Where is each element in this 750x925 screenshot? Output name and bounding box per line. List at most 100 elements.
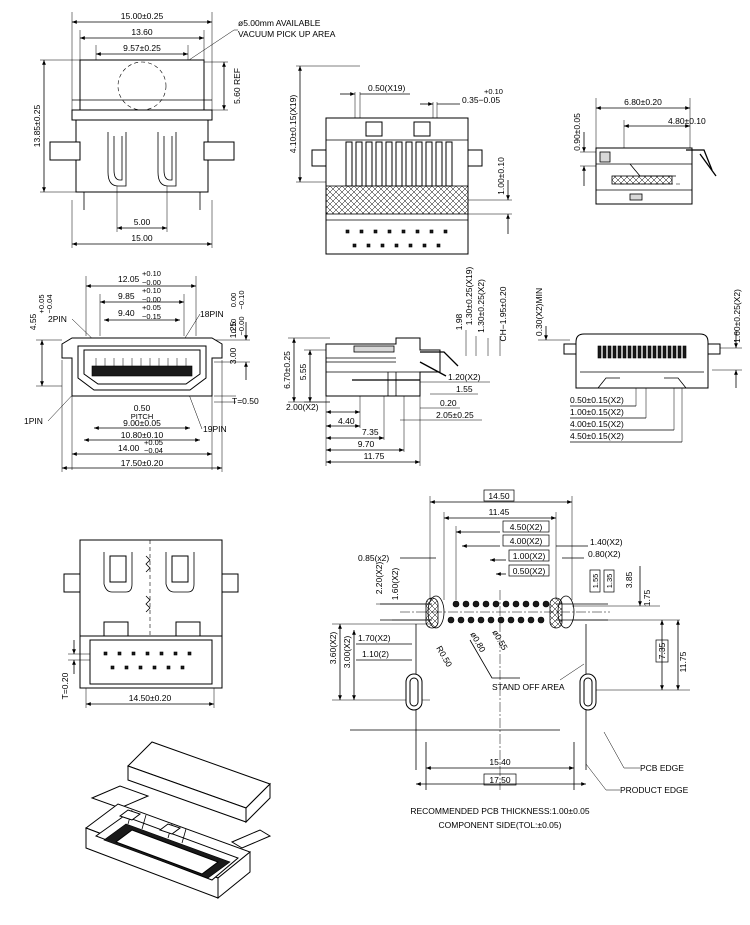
pv-h3: 1.30±0.25(X2) [476, 279, 486, 333]
pcb-h3: 1.70(X2) [358, 633, 391, 643]
mf-w1: 12.05 [118, 274, 140, 284]
side-view: 0.50(X19) +0.10 0.35−0.05 4.10±0.15(X19) [288, 65, 512, 255]
side-height-pins: 4.10±0.15(X19) [288, 95, 298, 154]
pv-h1: 1.98 [454, 313, 464, 330]
pcb-v2: 1.35 [605, 574, 614, 589]
rv-h-right: 1.60±0.25(X2) [732, 289, 742, 343]
pcb-r1: 1.40(X2) [590, 537, 623, 547]
vacuum-note-line1: ø5.00mm AVAILABLE [238, 18, 321, 28]
front-view: 15.00±0.25 13.60 9.57±0.25 ø5.00mm AVAIL… [32, 11, 336, 248]
vacuum-note-line2: VACUUM PICK UP AREA [238, 29, 336, 39]
mf-w2-tol-up: +0.10 [142, 286, 161, 295]
pcb-rad: R0.50 [434, 644, 454, 669]
mf-w5: 10.80±0.10 [121, 430, 164, 440]
pcb-h4: 1.10(2) [362, 649, 389, 659]
pcb-v4: 1.75 [642, 589, 652, 606]
mf-w6-tol-dn: −0.04 [144, 446, 163, 455]
front-bottom-width: 15.00 [131, 233, 153, 243]
pcb-note2: COMPONENT SIDE(TOL:±0.05) [439, 820, 562, 830]
profile-view: 1.98 1.30±0.25(X19) 1.30±0.25(X2) CH−1.9… [282, 267, 508, 466]
front-opening-width: 9.57±0.25 [123, 43, 161, 53]
side-pin-width: 0.50(X19) [368, 83, 405, 93]
pv-d2: 1.55 [456, 384, 473, 394]
rear-view: 0.30(X2)MIN 1.60±0.25(X2) [534, 288, 742, 443]
front-inner-width: 13.60 [131, 27, 153, 37]
tv-t: T=0.20 [60, 672, 70, 699]
pv-d6: 4.40 [338, 416, 355, 426]
mf-w1-tol-dn: −0.00 [142, 278, 161, 287]
pcb-v1: 1.55 [591, 574, 600, 589]
rv-d4: 4.50±0.15(X2) [570, 431, 624, 441]
right-dim-b: 4.80±0.10 [668, 116, 706, 126]
front-height-ref: 5.60 REF [232, 68, 242, 104]
mf-h-r2-tol-dn: −0.00 [237, 317, 246, 336]
pcb-w-total: 14.50 [488, 491, 510, 501]
front-overall-width: 15.00±0.25 [121, 11, 164, 21]
side-teeth [345, 141, 453, 187]
pv-h-low: 5.55 [298, 363, 308, 380]
mf-w1-tol-up: +0.10 [142, 269, 161, 278]
front-overall-height: 13.85±0.25 [32, 104, 42, 147]
pcb-w-a: 4.50(X2) [510, 522, 543, 532]
rv-d1: 0.50±0.15(X2) [570, 395, 624, 405]
pcb-w17: 17.50 [489, 775, 511, 785]
pv-d3: 0.20 [440, 398, 457, 408]
pcb-layout-view: 14.50 11.45 4.50(X2) 4.00(X2) 1.00(X2) 0… [328, 489, 690, 830]
mf-w6-tol-up: +0.05 [144, 438, 163, 447]
tv-pins [103, 651, 192, 670]
right-dim-a: 6.80±0.20 [624, 97, 662, 107]
mf-w6: 14.00 [118, 443, 140, 453]
pcb-w-pads: 11.45 [489, 507, 510, 517]
mf-w4: 9.00±0.05 [123, 418, 161, 428]
pv-d7: 7.35 [362, 427, 379, 437]
pv-d9: 11.75 [364, 451, 385, 461]
pcb-dia2: ø0.55 [490, 628, 510, 652]
side-bottom-pins [345, 229, 448, 248]
pcb-edge-label: PCB EDGE [640, 763, 684, 773]
pcb-l3: 1.60(X2) [390, 568, 400, 601]
rv-h-min: 0.30(X2)MIN [534, 288, 544, 336]
product-edge-label: PRODUCT EDGE [620, 785, 689, 795]
mf-h-r1: 1.25 [228, 321, 238, 338]
mf-pin1: 1PIN [24, 416, 43, 426]
mf-pins [95, 358, 187, 366]
rv-d2: 1.00±0.15(X2) [570, 407, 624, 417]
mf-h-r1-tol-up: 0.00 [229, 293, 238, 308]
mf-pin18: 18PIN [200, 309, 224, 319]
mf-w3-tol-dn: −0.15 [142, 312, 161, 321]
mf-h-left: 4.55 [28, 313, 38, 330]
mf-h-r2: 3.00 [228, 347, 238, 364]
pv-h2: 1.30±0.25(X19) [464, 267, 474, 326]
mf-h-left-tol-dn: −0.04 [45, 295, 54, 314]
mf-w2-tol-dn: −0.00 [142, 295, 161, 304]
mf-pin19: 19PIN [203, 424, 227, 434]
mf-pin2: 2PIN [48, 314, 67, 324]
pcb-note1: RECOMMENDED PCB THICKNESS:1.00±0.05 [410, 806, 590, 816]
side-pin-tol-main: 0.35−0.05 [462, 95, 500, 105]
front-post-spacing: 5.00 [134, 217, 151, 227]
pcb-l1: 0.85(x2) [358, 553, 389, 563]
pcb-w-b: 4.00(X2) [510, 536, 543, 546]
mating-face-view: 12.05 +0.10 −0.00 9.85 +0.10 −0.00 9.40 … [24, 269, 259, 472]
pv-d5: 2.00(X2) [286, 402, 319, 412]
mf-w2: 9.85 [118, 291, 135, 301]
mf-h-left-tol-up: +0.05 [37, 295, 46, 314]
mf-pitch-val: 0.50 [134, 403, 151, 413]
rv-teeth [597, 345, 687, 359]
pcb-pads [447, 600, 550, 624]
pcb-w15: 15.40 [489, 757, 511, 767]
right-dim-c: 0.90±0.05 [572, 113, 582, 151]
mf-w3-tol-up: +0.05 [142, 303, 161, 312]
pv-h-total: 6.70±0.25 [282, 351, 292, 389]
top-view: T=0.20 14.50±0.20 [60, 539, 239, 708]
pcb-h2: 3.00(X2) [342, 636, 352, 669]
pcb-r2: 0.80(X2) [588, 549, 621, 559]
side-standoff: 1.00±0.10 [496, 157, 506, 195]
mf-pitch-label: PITCH [131, 412, 154, 421]
pcb-w-c: 1.00(X2) [513, 551, 546, 561]
right-view: 6.80±0.20 4.80±0.10 0.90±0.05 [572, 97, 717, 205]
pv-d1: 1.20(X2) [448, 372, 481, 382]
pcb-standoff: STAND OFF AREA [492, 682, 565, 692]
mf-h-r2-tol-up: 0.10 [229, 319, 238, 334]
iso-view [84, 741, 272, 900]
